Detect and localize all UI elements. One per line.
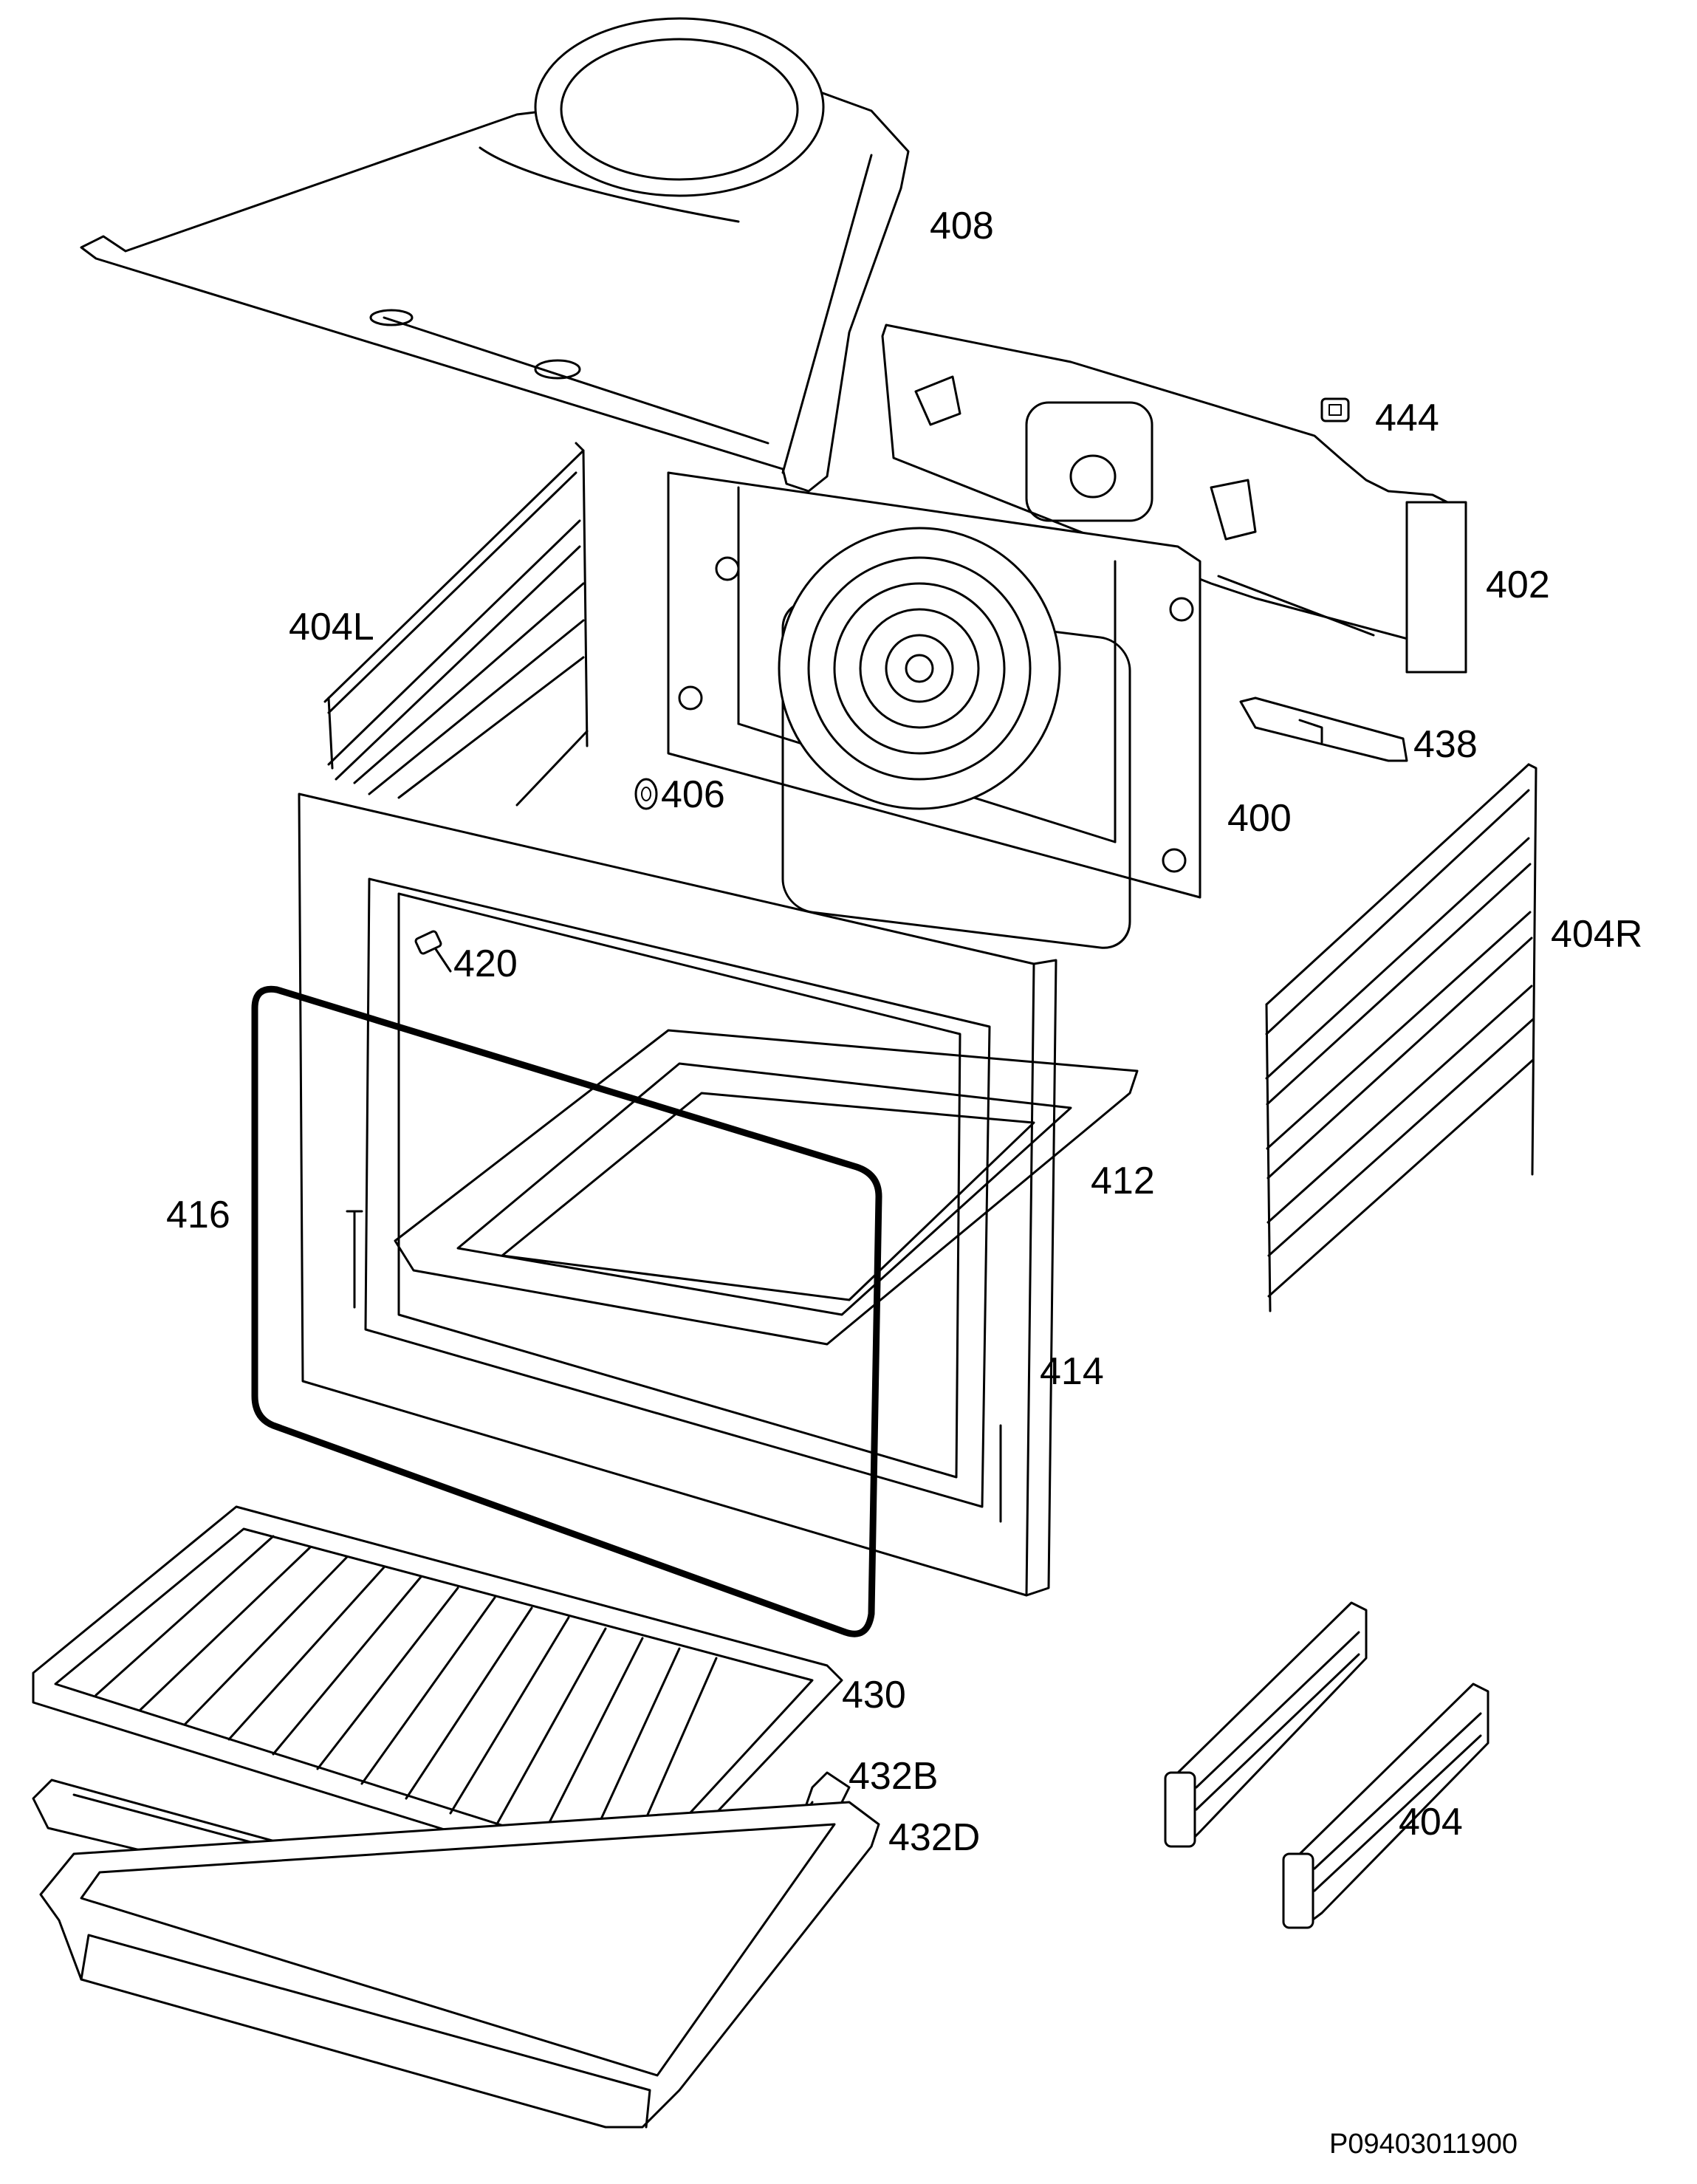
part-400-back-panel xyxy=(667,471,1201,949)
callout-420: 420 xyxy=(453,942,518,985)
callout-404: 404 xyxy=(1399,1801,1463,1844)
part-430-wire-rack xyxy=(32,1505,843,1892)
part-406-nut xyxy=(634,778,658,810)
callout-412: 412 xyxy=(1091,1160,1155,1202)
callout-444: 444 xyxy=(1375,397,1439,439)
part-420-screw xyxy=(414,930,452,973)
callout-416: 416 xyxy=(166,1194,230,1236)
callout-402: 402 xyxy=(1486,564,1550,606)
callout-406: 406 xyxy=(661,773,725,816)
callout-404R: 404R xyxy=(1551,913,1642,956)
part-404R-right-shelf-supports xyxy=(1265,763,1537,1312)
part-402-rear-bracket xyxy=(881,324,1467,674)
part-444-clip xyxy=(1320,397,1350,422)
part-404L-left-shelf-supports xyxy=(323,442,589,807)
callout-408: 408 xyxy=(930,205,994,247)
callout-414: 414 xyxy=(1040,1350,1104,1393)
part-432D-deep-tray xyxy=(39,1801,880,2129)
reference-code: P09403011900 xyxy=(1329,2129,1518,2160)
callout-438: 438 xyxy=(1413,723,1478,766)
callout-400: 400 xyxy=(1227,797,1292,840)
callout-432B: 432B xyxy=(848,1755,938,1798)
part-438-element-bracket xyxy=(1239,696,1408,762)
callout-432D: 432D xyxy=(888,1816,980,1859)
part-404-telescopic-runners xyxy=(1164,1601,1489,1929)
callout-404L: 404L xyxy=(289,606,374,648)
part-412-grill-element xyxy=(394,1029,1139,1346)
part-408-duct-cover xyxy=(80,17,910,493)
part-416-door-seal xyxy=(251,985,882,1637)
part-414-front-frame xyxy=(298,793,1057,1597)
callout-430: 430 xyxy=(842,1674,906,1716)
